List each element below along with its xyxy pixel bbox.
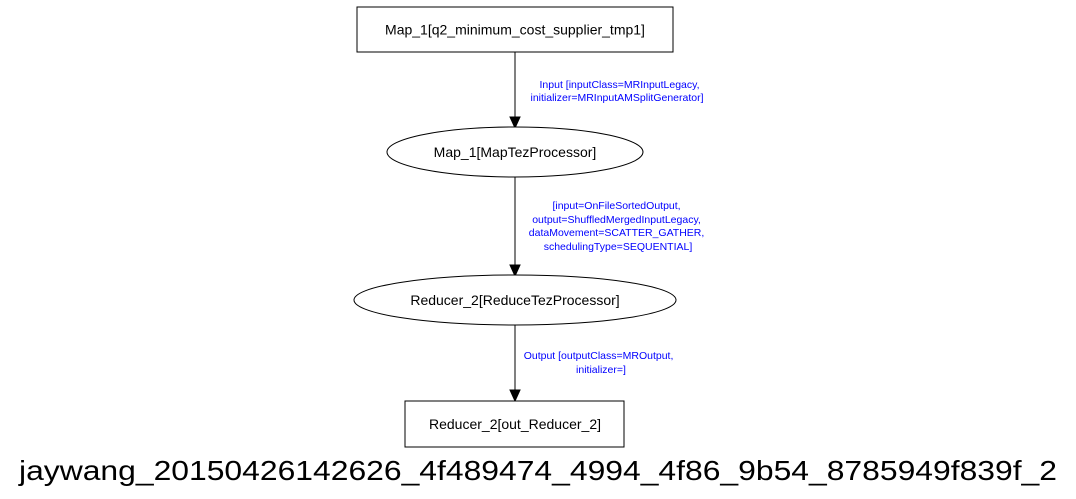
edge-label-line: schedulingType=SEQUENTIAL] — [544, 241, 693, 253]
edge-label-line: initializer=MRInputAMSplitGenerator] — [530, 92, 703, 104]
vertex-reducer2-processor[interactable]: Reducer_2[ReduceTezProcessor] — [353, 274, 677, 326]
edge-arrowhead — [509, 264, 521, 278]
edge-map1-processor-to-reducer2-processor: [input=OnFileSortedOutput, output=Shuffl… — [509, 177, 707, 278]
edge-arrowhead — [509, 389, 521, 403]
edge-label-line: [input=OnFileSortedOutput, — [552, 200, 680, 212]
edge-reducer2-processor-to-reducer2-output: Output [outputClass=MROutput, initialize… — [509, 325, 677, 403]
edge-label-line: output=ShuffledMergedInputLegacy, — [532, 214, 701, 226]
vertex-map1-input[interactable]: Map_1[q2_minimum_cost_supplier_tmp1] — [356, 6, 674, 53]
edge-map1-input-to-map1-processor: Input [inputClass=MRInputLegacy, initial… — [509, 52, 704, 130]
edge-label-line: Output [outputClass=MROutput, — [524, 350, 674, 362]
vertex-reducer2-output[interactable]: Reducer_2[out_Reducer_2] — [404, 400, 625, 448]
vertex-label: Map_1[MapTezProcessor] — [434, 144, 597, 160]
vertex-box — [404, 400, 625, 448]
edge-label-line: dataMovement=SCATTER_GATHER, — [529, 227, 705, 239]
vertex-label: Map_1[q2_minimum_cost_supplier_tmp1] — [385, 22, 645, 38]
vertex-label: Reducer_2[out_Reducer_2] — [429, 416, 601, 432]
vertex-map1-processor[interactable]: Map_1[MapTezProcessor] — [386, 126, 644, 178]
graph-title: jaywang_20150426142626_4f489474_4994_4f8… — [18, 455, 1057, 486]
vertex-label: Reducer_2[ReduceTezProcessor] — [410, 292, 619, 308]
edge-label: Output [outputClass=MROutput, initialize… — [524, 350, 677, 376]
vertex-box — [356, 6, 674, 53]
edge-label: [input=OnFileSortedOutput, output=Shuffl… — [529, 200, 707, 253]
edge-label: Input [inputClass=MRInputLegacy, initial… — [530, 79, 703, 104]
edge-label-line: initializer=] — [576, 364, 626, 376]
edge-label-line: Input [inputClass=MRInputLegacy, — [540, 79, 700, 91]
edge-arrowhead — [509, 116, 521, 130]
